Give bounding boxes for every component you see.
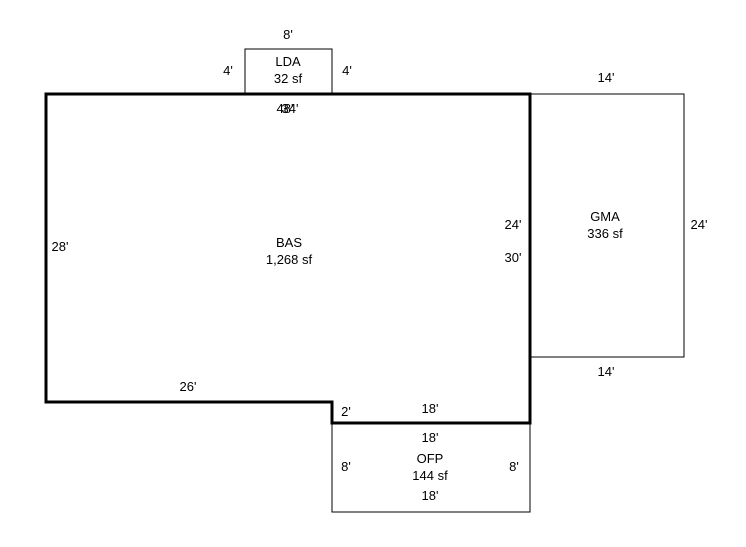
bas-bottom-dimension: 26' (180, 379, 197, 394)
lda-code: LDA (275, 54, 301, 69)
bas-top-dimension-a: 48' (277, 101, 294, 116)
ofp-bottom-dimension: 18' (422, 488, 439, 503)
ofp-code: OFP (417, 451, 444, 466)
lda-right-dimension: 4' (342, 63, 352, 78)
lda-area: 32 sf (274, 71, 303, 86)
lda-left-dimension: 4' (223, 63, 233, 78)
ofp-left-dimension: 8' (341, 459, 351, 474)
bas-area: 1,268 sf (266, 252, 313, 267)
bas-right-upper-dimension: 24' (505, 217, 522, 232)
gma-right-dimension: 24' (691, 217, 708, 232)
gma-code: GMA (590, 209, 620, 224)
bas-bottom-right-dimension: 18' (422, 401, 439, 416)
ofp-right-dimension: 8' (509, 459, 519, 474)
bas-code: BAS (276, 235, 302, 250)
gma-top-dimension: 14' (598, 70, 615, 85)
gma-bottom-dimension: 14' (598, 364, 615, 379)
ofp-area: 144 sf (412, 468, 448, 483)
bas-right-lower-dimension: 30' (505, 250, 522, 265)
lda-top-dimension: 8' (283, 27, 293, 42)
bas-left-dimension: 28' (52, 239, 69, 254)
gma-area: 336 sf (587, 226, 623, 241)
bas-outline (44, 92, 532, 425)
bas-top-dimension-b: 34' (282, 101, 299, 116)
bas-notch-dimension: 2' (341, 404, 351, 419)
ofp-top-dimension: 18' (422, 430, 439, 445)
